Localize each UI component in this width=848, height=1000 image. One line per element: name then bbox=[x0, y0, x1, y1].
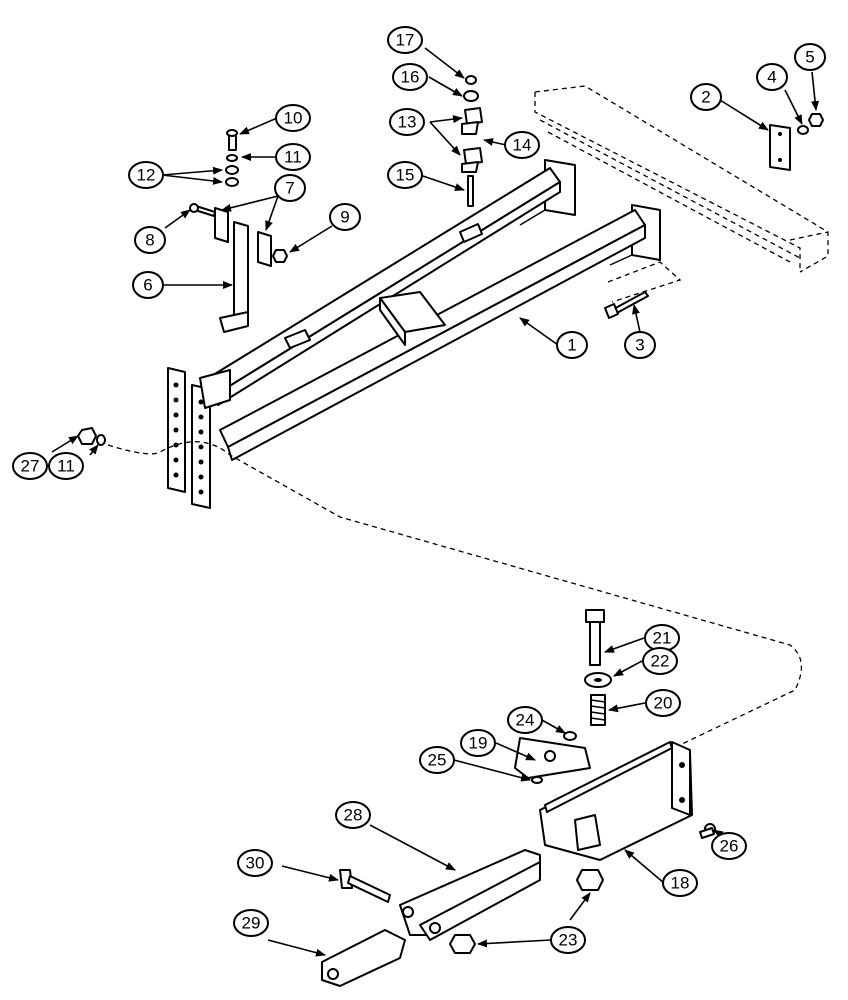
callout-11-upper: 11 bbox=[275, 143, 311, 171]
callout-18-label: 18 bbox=[671, 874, 690, 893]
callout-30-label: 30 bbox=[246, 854, 265, 873]
callout-22-label: 22 bbox=[651, 652, 670, 671]
callout-4-label: 4 bbox=[767, 68, 776, 87]
toolbar-beam-outline bbox=[534, 85, 829, 273]
callout-3: 3 bbox=[624, 331, 656, 359]
callout-15: 15 bbox=[387, 161, 423, 189]
hardware-parts bbox=[77, 75, 824, 446]
callout-19-label: 19 bbox=[469, 734, 488, 753]
callout-5: 5 bbox=[794, 43, 826, 71]
callout-11-lower: 11 bbox=[48, 452, 84, 480]
lower-assembly bbox=[321, 609, 716, 987]
callout-24-label: 24 bbox=[516, 711, 535, 730]
callout-26: 26 bbox=[711, 832, 747, 860]
callout-29-label: 29 bbox=[242, 914, 261, 933]
bolt-connector-line bbox=[607, 261, 682, 303]
callout-14-label: 14 bbox=[513, 136, 532, 155]
callout-15-label: 15 bbox=[396, 166, 415, 185]
callouts: 1 2 3 4 5 6 7 8 9 10 11 11 12 13 14 15 1… bbox=[12, 26, 826, 954]
callout-25-label: 25 bbox=[428, 751, 447, 770]
callout-17-label: 17 bbox=[396, 31, 415, 50]
callout-22: 22 bbox=[642, 647, 678, 675]
callout-17: 17 bbox=[387, 26, 423, 54]
callout-26-label: 26 bbox=[720, 837, 739, 856]
callout-7-label: 7 bbox=[285, 179, 294, 198]
callout-20: 20 bbox=[645, 689, 681, 717]
callout-11-upper-label: 11 bbox=[284, 148, 302, 167]
callout-8-label: 8 bbox=[145, 231, 154, 250]
callout-1: 1 bbox=[556, 331, 588, 359]
callout-16: 16 bbox=[392, 63, 428, 91]
callout-21-label: 21 bbox=[653, 629, 672, 648]
callout-27-label: 27 bbox=[21, 457, 40, 476]
callout-16-label: 16 bbox=[401, 68, 420, 87]
callout-21: 21 bbox=[644, 624, 680, 652]
callout-5-label: 5 bbox=[805, 48, 814, 67]
callout-29: 29 bbox=[233, 909, 269, 937]
callout-9-label: 9 bbox=[340, 208, 349, 227]
callout-13-label: 13 bbox=[398, 113, 417, 132]
callout-27: 27 bbox=[12, 452, 48, 480]
callout-7: 7 bbox=[274, 174, 306, 202]
callout-12-label: 12 bbox=[137, 166, 156, 185]
callout-1-label: 1 bbox=[567, 336, 576, 355]
callout-18: 18 bbox=[662, 869, 698, 897]
callout-6-label: 6 bbox=[143, 276, 152, 295]
callout-10-label: 10 bbox=[284, 109, 303, 128]
callout-25: 25 bbox=[419, 746, 455, 774]
callout-14: 14 bbox=[504, 131, 540, 159]
callout-10: 10 bbox=[275, 104, 311, 132]
callout-19: 19 bbox=[460, 729, 496, 757]
leader-arrows bbox=[51, 47, 820, 957]
callout-3-label: 3 bbox=[635, 336, 644, 355]
callout-4: 4 bbox=[756, 63, 788, 91]
assembly-connector-line bbox=[107, 441, 802, 746]
callout-24: 24 bbox=[507, 706, 543, 734]
callout-28: 28 bbox=[335, 801, 371, 829]
callout-2: 2 bbox=[690, 83, 722, 111]
main-arm-frame bbox=[167, 159, 661, 509]
callout-20-label: 20 bbox=[654, 694, 673, 713]
callout-8: 8 bbox=[134, 226, 166, 254]
callout-23: 23 bbox=[550, 926, 586, 954]
callout-13: 13 bbox=[389, 108, 425, 136]
callout-6: 6 bbox=[132, 271, 164, 299]
callout-12: 12 bbox=[128, 161, 164, 189]
callout-11-lower-label: 11 bbox=[57, 457, 75, 476]
callout-30: 30 bbox=[237, 849, 273, 877]
callout-2-label: 2 bbox=[701, 88, 710, 107]
callout-28-label: 28 bbox=[344, 806, 363, 825]
callout-9: 9 bbox=[329, 203, 361, 231]
callout-23-label: 23 bbox=[559, 931, 578, 950]
